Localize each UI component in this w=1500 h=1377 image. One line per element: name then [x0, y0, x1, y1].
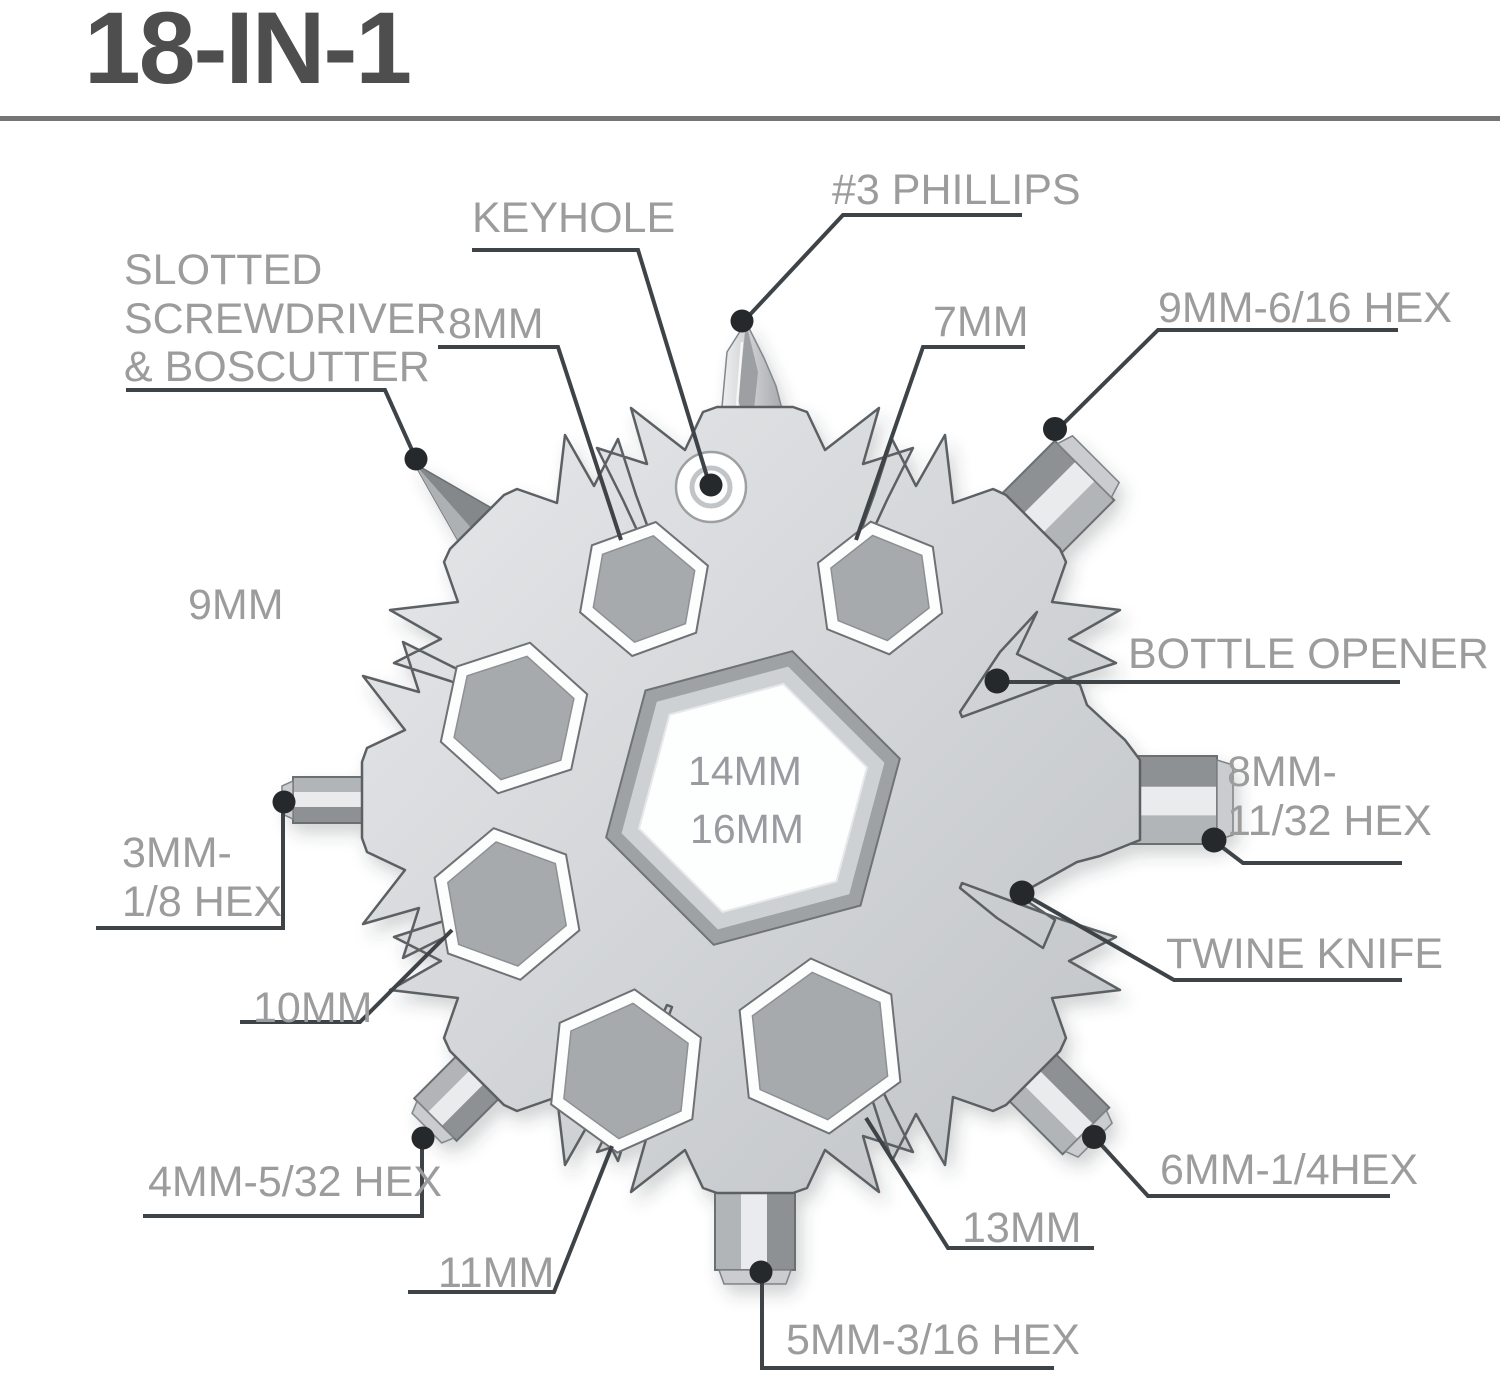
leader-twine-knife — [1021, 891, 1402, 982]
arm-bottle-opener-stub — [1123, 755, 1234, 845]
leader-dots — [272, 309, 1227, 1284]
dot-slotted — [404, 447, 428, 471]
leader-hex-10mm-cutout — [240, 928, 454, 1024]
dot-hex-6mm-14 — [1082, 1125, 1106, 1149]
hex-cutout-11mm — [550, 988, 702, 1154]
label-hex-9mm-616: 9MM-6/16 HEX — [1158, 284, 1452, 332]
dot-hex-9mm-616 — [1043, 417, 1067, 441]
label-hex-11mm-cutout: 11MM — [438, 1249, 555, 1297]
leader-hex-3mm-18 — [96, 807, 285, 930]
title-divider-line — [0, 116, 1500, 121]
hex-cutout-9mm — [439, 641, 589, 795]
center-hole-size-1: 14MM — [688, 748, 802, 794]
dot-twine-knife — [1009, 880, 1035, 906]
hex-cutout-7mm — [816, 520, 944, 656]
dot-phillips — [730, 309, 754, 333]
leader-phillips — [742, 213, 1022, 323]
center-hex-hole — [605, 650, 901, 946]
hex-cutout-10mm — [433, 827, 581, 981]
dot-hex-3mm-18 — [272, 790, 296, 814]
label-hex-5mm-316: 5MM-3/16 HEX — [786, 1316, 1080, 1364]
label-keyhole: KEYHOLE — [472, 194, 676, 242]
label-hex-4mm-532: 4MM-5/32 HEX — [148, 1158, 442, 1206]
leader-hex-4mm-532 — [143, 1141, 424, 1218]
center-hole-size-2: 16MM — [690, 806, 804, 852]
label-hex-7mm-cutout: 7MM — [933, 298, 1029, 346]
label-hex-3mm-18: 3MM- 1/8 HEX — [122, 829, 283, 926]
label-phillips: #3 PHILLIPS — [832, 166, 1081, 214]
label-hex-9mm-cutout: 9MM — [188, 581, 284, 629]
hex-cutouts — [433, 520, 944, 1154]
leader-slotted — [126, 388, 418, 460]
leader-hex-8mm-cutout — [438, 345, 623, 541]
label-hex-8mm-1132: 8MM- 11/32 HEX — [1227, 748, 1432, 845]
label-hex-10mm-cutout: 10MM — [253, 984, 373, 1032]
leader-keyhole — [472, 248, 711, 484]
page-title: 18-IN-1 — [84, 0, 412, 105]
leader-hex-11mm-cutout — [408, 1145, 614, 1294]
dot-keyhole — [699, 473, 723, 497]
leader-hex-6mm-14 — [1094, 1137, 1390, 1198]
hex-cutout-13mm — [738, 957, 902, 1135]
leader-hex-5mm-316 — [760, 1274, 1054, 1370]
label-bottle-opener: BOTTLE OPENER — [1128, 630, 1489, 678]
label-hex-6mm-14: 6MM-1/4HEX — [1160, 1146, 1419, 1194]
label-hex-13mm-cutout: 13MM — [962, 1204, 1082, 1252]
leader-hex-8mm-1132 — [1212, 839, 1402, 865]
leader-hex-7mm-cutout — [854, 345, 1025, 541]
dot-bottle-opener — [984, 668, 1010, 694]
leader-hex-13mm-cutout — [864, 1116, 1094, 1250]
leader-hex-9mm-616 — [1055, 328, 1398, 432]
dot-hex-4mm-532 — [411, 1126, 435, 1150]
label-slotted: SLOTTED SCREWDRIVER & BOSCUTTER — [124, 246, 447, 392]
dot-hex-8mm-1132 — [1201, 827, 1227, 853]
label-hex-8mm-cutout: 8MM — [448, 300, 544, 348]
dot-hex-5mm-316 — [749, 1260, 773, 1284]
label-twine-knife: TWINE KNIFE — [1166, 930, 1444, 978]
hex-cutout-8mm — [579, 520, 709, 658]
leader-lines — [96, 213, 1402, 1370]
